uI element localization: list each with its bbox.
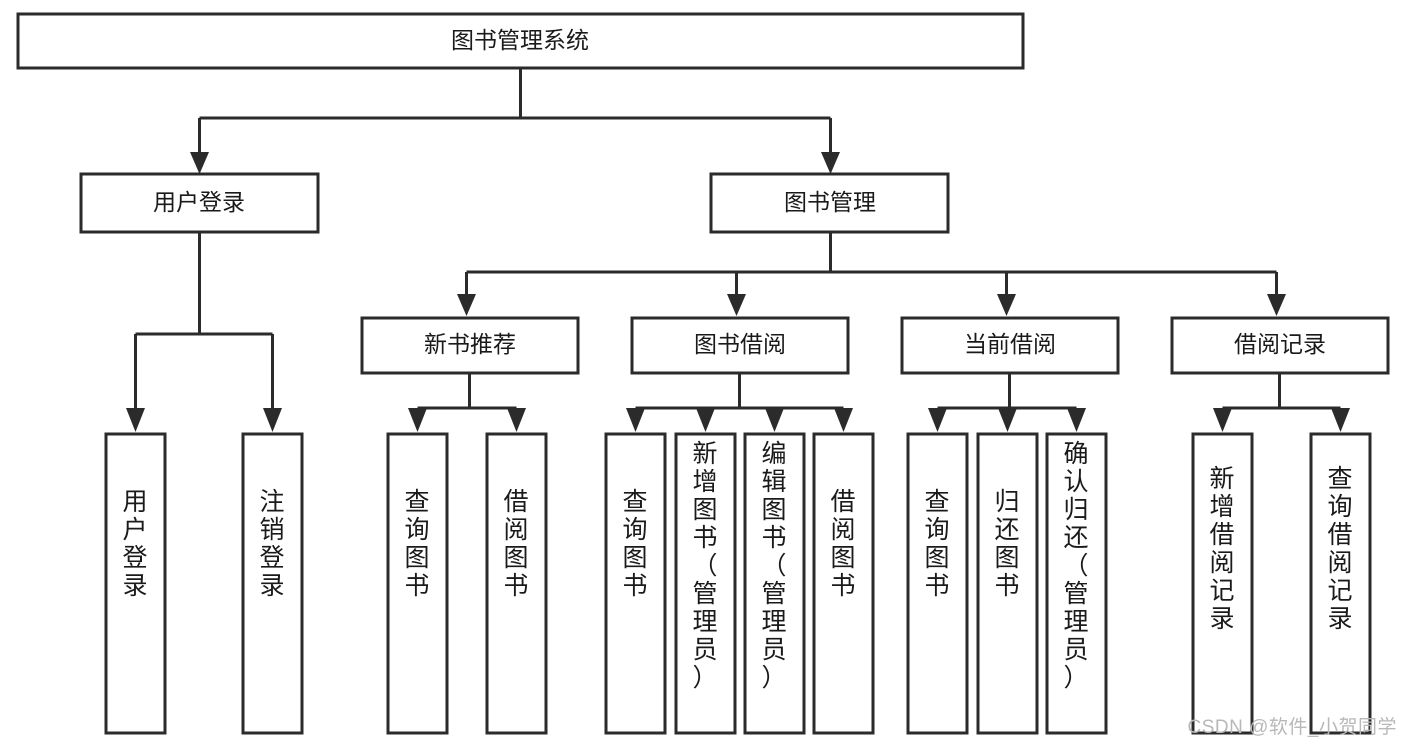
arrow-current-borrow-to-leaf-2	[998, 408, 1017, 432]
connector-layer	[126, 68, 1350, 432]
leaf-query-books-recommend-label: 查询图书	[404, 488, 429, 600]
leaf-edit-book-admin-label: 编辑图书（管理员）	[761, 440, 786, 692]
arrow-root-to-book-mgmt	[821, 152, 840, 174]
node-root-label: 图书管理系统	[451, 27, 589, 53]
leaf-edit-book-admin-box[interactable]	[743, 432, 806, 735]
leaf-query-borrow-record-box[interactable]	[1309, 432, 1372, 735]
node-user-login[interactable]: 用户登录	[79, 172, 320, 234]
arrow-records-to-leaf-2	[1331, 408, 1350, 432]
leaf-query-books-recommend[interactable]: 查询图书	[386, 432, 449, 735]
leaf-logout[interactable]: 注销登录	[241, 432, 304, 735]
node-root-box[interactable]	[16, 12, 1025, 70]
leaf-query-borrow-record-label: 查询借阅记录	[1327, 465, 1352, 633]
arrow-borrow-to-leaf-2	[696, 408, 715, 432]
leaf-query-books-borrow-label: 查询图书	[622, 488, 647, 600]
leaf-return-books-box[interactable]	[976, 432, 1039, 735]
node-book-borrow[interactable]: 图书借阅	[630, 316, 850, 375]
arrow-book-mgmt-to-current-borrow	[997, 294, 1016, 316]
leaf-query-books-current-box[interactable]	[906, 432, 969, 735]
leaf-logout-box[interactable]	[241, 432, 304, 735]
node-borrow-records-box[interactable]	[1170, 316, 1390, 375]
node-book-borrow-box[interactable]	[630, 316, 850, 375]
leaf-user-login[interactable]: 用户登录	[104, 432, 167, 735]
arrow-user-login-to-leaf-2	[263, 408, 282, 432]
leaf-query-books-borrow-box[interactable]	[604, 432, 667, 735]
leaf-add-borrow-record-box[interactable]	[1191, 432, 1254, 735]
node-new-book-recommend-label: 新书推荐	[424, 331, 516, 357]
leaf-query-books-current[interactable]: 查询图书	[906, 432, 969, 735]
node-borrow-records-label: 借阅记录	[1234, 331, 1326, 357]
node-root[interactable]: 图书管理系统	[16, 12, 1025, 70]
leaf-query-books-current-label: 查询图书	[924, 488, 949, 600]
leaf-borrow-books-borrow-label: 借阅图书	[830, 488, 855, 600]
leaf-query-books-borrow[interactable]: 查询图书	[604, 432, 667, 735]
leaf-borrow-books-borrow-box[interactable]	[812, 432, 875, 735]
arrow-records-to-leaf-1	[1213, 408, 1232, 432]
arrow-borrow-to-leaf-3	[765, 408, 784, 432]
node-current-borrow-box[interactable]	[900, 316, 1120, 375]
leaf-add-book-admin-label: 新增图书（管理员）	[692, 440, 717, 692]
leaf-query-books-recommend-box[interactable]	[386, 432, 449, 735]
leaf-add-borrow-record[interactable]: 新增借阅记录	[1191, 432, 1254, 735]
arrow-borrow-to-leaf-4	[834, 408, 853, 432]
leaf-edit-book-admin[interactable]: 编辑图书（管理员）	[743, 432, 806, 735]
leaf-borrow-books-borrow[interactable]: 借阅图书	[812, 432, 875, 735]
node-user-login-box[interactable]	[79, 172, 320, 234]
leaf-borrow-books-recommend[interactable]: 借阅图书	[485, 432, 548, 735]
node-book-management-box[interactable]	[709, 172, 950, 234]
leaf-logout-label: 注销登录	[259, 488, 284, 600]
leaf-return-books[interactable]: 归还图书	[976, 432, 1039, 735]
node-book-borrow-label: 图书借阅	[694, 331, 786, 357]
node-new-book-recommend[interactable]: 新书推荐	[360, 316, 580, 375]
leaf-add-book-admin[interactable]: 新增图书（管理员）	[674, 432, 737, 735]
leaf-borrow-books-recommend-box[interactable]	[485, 432, 548, 735]
node-book-management-label: 图书管理	[784, 189, 876, 215]
arrow-new-books-to-leaf-2	[507, 408, 526, 432]
arrow-borrow-to-leaf-1	[626, 408, 645, 432]
node-borrow-records[interactable]: 借阅记录	[1170, 316, 1390, 375]
leaf-confirm-return-admin-label: 确认归还（管理员）	[1063, 440, 1088, 692]
leaf-confirm-return-admin-box[interactable]	[1045, 432, 1108, 735]
leaf-user-login-box[interactable]	[104, 432, 167, 735]
arrow-root-to-user-login	[190, 152, 209, 174]
leaf-user-login-label: 用户登录	[122, 488, 147, 600]
leaf-confirm-return-admin[interactable]: 确认归还（管理员）	[1045, 432, 1108, 735]
arrow-current-borrow-to-leaf-3	[1067, 408, 1086, 432]
arrow-current-borrow-to-leaf-1	[928, 408, 947, 432]
leaf-layer: 用户登录 注销登录 查询图书 借阅图书 查询图书 新增图书（管理员） 编辑图书（…	[104, 432, 1372, 735]
leaf-borrow-books-recommend-label: 借阅图书	[503, 488, 528, 600]
node-current-borrow-label: 当前借阅	[964, 331, 1056, 357]
arrow-book-mgmt-to-new-books	[457, 294, 476, 316]
leaf-return-books-label: 归还图书	[994, 488, 1019, 600]
leaf-add-borrow-record-label: 新增借阅记录	[1209, 465, 1234, 633]
leaf-add-book-admin-box[interactable]	[674, 432, 737, 735]
arrow-user-login-to-leaf-1	[126, 408, 145, 432]
node-new-book-recommend-box[interactable]	[360, 316, 580, 375]
node-current-borrow[interactable]: 当前借阅	[900, 316, 1120, 375]
arrow-book-mgmt-to-records	[1267, 294, 1286, 316]
arrow-book-mgmt-to-borrow	[727, 294, 746, 316]
node-user-login-label: 用户登录	[153, 189, 245, 215]
node-book-management[interactable]: 图书管理	[709, 172, 950, 234]
arrow-new-books-to-leaf-1	[408, 408, 427, 432]
leaf-query-borrow-record[interactable]: 查询借阅记录	[1309, 432, 1372, 735]
